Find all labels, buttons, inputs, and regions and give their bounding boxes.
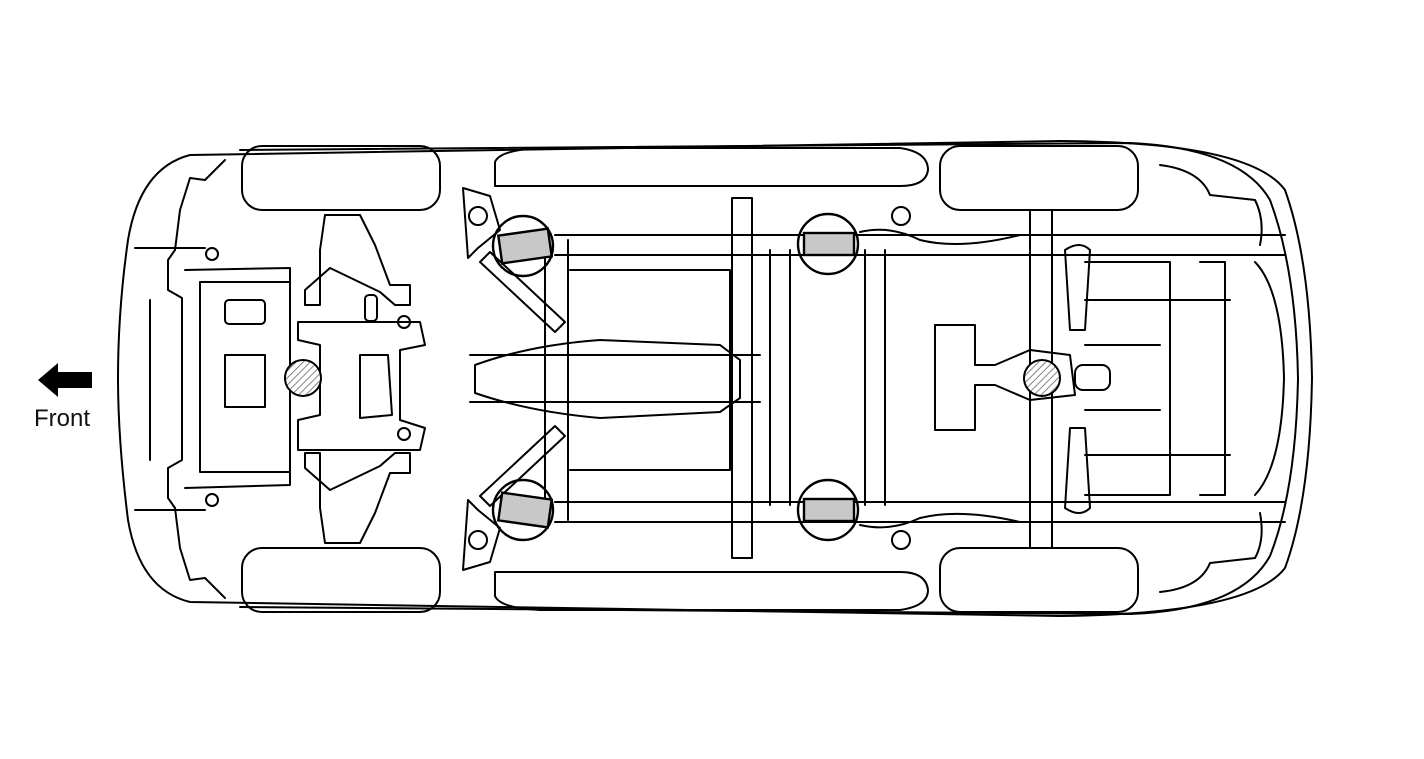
tire-front-left — [241, 145, 441, 211]
lift-point-front-left-circle — [491, 214, 555, 278]
rocker-panel-right — [494, 571, 929, 611]
arm-bushing — [468, 206, 488, 226]
engine-cover — [199, 281, 291, 473]
mount-bolt — [205, 247, 219, 261]
floor-panel — [569, 269, 731, 471]
transmission-housing — [297, 321, 426, 451]
tire-front-right — [241, 547, 441, 613]
exhaust-tunnel — [474, 339, 741, 419]
rear-panel — [1254, 261, 1285, 496]
rear-floor — [1084, 261, 1226, 496]
front-lower-arm-left — [462, 187, 501, 259]
rear-mount-bolt — [891, 206, 911, 226]
lift-point-rear-right-circle — [796, 478, 860, 542]
arrow-left-icon — [38, 363, 92, 397]
exhaust-pipe-left — [859, 228, 1021, 245]
rear-crossmember-line — [1084, 299, 1231, 456]
engine-block-lower — [224, 354, 266, 408]
crossmember-line — [769, 249, 886, 506]
lift-pad-front-right — [496, 491, 554, 529]
engine-block — [224, 299, 266, 325]
transmission-pan — [359, 354, 393, 419]
diagonal-brace-left — [479, 251, 566, 333]
arm-bushing — [468, 530, 488, 550]
center-crossmember — [731, 197, 753, 559]
lift-points — [491, 212, 860, 542]
rear-mount-bolt — [891, 530, 911, 550]
rear-spring-right — [1064, 427, 1091, 514]
mount-bolt — [397, 315, 411, 329]
rear-spring-left — [1064, 244, 1091, 331]
diff-cover — [1074, 364, 1111, 391]
tire-rear-right — [939, 547, 1139, 613]
front-crossmember-bar — [544, 239, 569, 521]
front-apron — [134, 247, 206, 511]
differential-housing — [934, 324, 1076, 431]
jack-point-rear — [1023, 359, 1061, 397]
diagonal-brace-right — [479, 425, 566, 507]
shift-linkage — [364, 294, 378, 322]
lift-pad-rear-right — [802, 497, 856, 523]
body-inner-line — [239, 142, 1299, 615]
front-label: Front — [34, 405, 91, 432]
exhaust-pipe-right — [859, 512, 1021, 529]
rear-bumper-detail — [1159, 164, 1263, 593]
mount-bolt — [397, 427, 411, 441]
front-bumper-detail — [167, 159, 226, 599]
side-rail-right — [554, 501, 1286, 523]
front-suspension-left — [304, 214, 411, 306]
side-rail-left — [554, 234, 1286, 256]
front-suspension-right — [304, 452, 411, 544]
tire-rear-left — [939, 145, 1139, 211]
lift-pad-rear-left — [802, 231, 856, 257]
jack-point-front — [284, 359, 322, 397]
front-lower-arm-right — [462, 499, 501, 571]
rocker-panel-left — [494, 147, 929, 187]
tunnel-line — [469, 354, 761, 403]
lift-pad-front-left — [496, 227, 554, 265]
lift-point-front-right-circle — [491, 478, 555, 542]
mount-bolt — [205, 493, 219, 507]
lift-point-rear-left-circle — [796, 212, 860, 276]
